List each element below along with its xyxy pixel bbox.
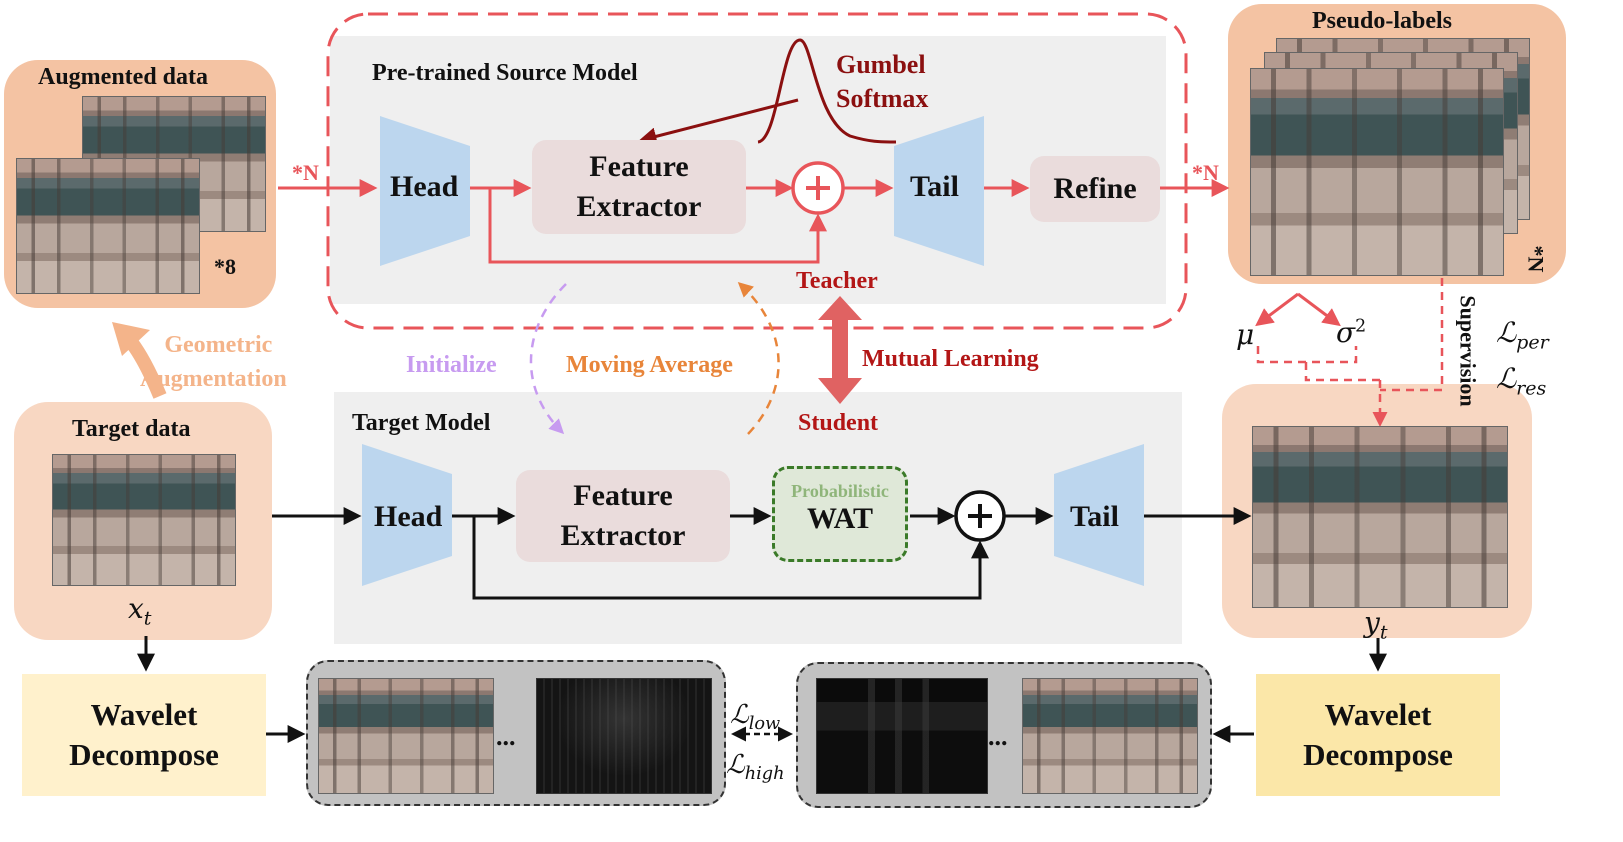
pseudo-labels-title: Pseudo-labels (1312, 8, 1453, 34)
left-ellipsis: ... (496, 722, 516, 751)
loss-res: ℒres (1496, 362, 1546, 400)
y-base: y (1364, 606, 1380, 639)
sigma-symbol: σ2 (1336, 316, 1366, 349)
augmented-image-front (16, 158, 200, 294)
source-fe-line2: Extractor (576, 190, 702, 223)
source-head-label: Head (390, 170, 459, 203)
loss-low-l: ℒ (730, 700, 749, 730)
mu-symbol: μ (1236, 318, 1255, 351)
target-head-label: Head (374, 500, 443, 533)
wavelet-right-line2: Decompose (1303, 737, 1453, 772)
wat-top-label: Probabilistic (791, 481, 889, 501)
loss-high-l: ℒ (726, 750, 745, 780)
target-head-shape (362, 444, 452, 586)
sigma-sup: 2 (1355, 316, 1367, 337)
target-feature-extractor[interactable]: Feature Extractor (516, 470, 730, 562)
loss-low-sub: low (748, 714, 781, 735)
moving-average-arrow (737, 281, 780, 435)
loss-res-l: ℒ (1496, 362, 1517, 395)
geo-line1: Geometric (164, 332, 273, 358)
target-data-title: Target data (72, 416, 191, 442)
gumbel-softmax-label: Gumbel Softmax (836, 48, 928, 116)
target-fe-line1: Feature (573, 479, 673, 512)
sigma-base: σ (1336, 316, 1356, 349)
source-tail-label: Tail (910, 170, 959, 203)
initialize-label: Initialize (406, 352, 497, 378)
source-head-shape (380, 116, 470, 266)
wavelet-right-line1: Wavelet (1324, 697, 1432, 732)
times-8-label: *8 (214, 254, 236, 279)
gumbel-line2: Softmax (836, 84, 929, 113)
initialize-arrow (529, 283, 567, 435)
loss-per-l: ℒ (1496, 316, 1517, 349)
source-feature-extractor[interactable]: Feature Extractor (532, 140, 746, 234)
loss-low: ℒlow (730, 700, 780, 734)
target-fe-line2: Extractor (560, 519, 686, 552)
loss-high: ℒhigh (726, 750, 784, 784)
left-high-freq-image (536, 678, 712, 794)
target-tail-label: Tail (1070, 500, 1119, 533)
source-model-title: Pre-trained Source Model (372, 60, 638, 86)
right-high-freq-image (816, 678, 988, 794)
loss-res-sub: res (1516, 377, 1547, 400)
student-label: Student (798, 410, 879, 436)
target-model-title: Target Model (352, 410, 491, 436)
y-sub: t (1379, 621, 1388, 644)
right-ellipsis: ... (988, 722, 1008, 751)
loss-per-sub: per (1516, 331, 1549, 354)
target-image (52, 454, 236, 586)
mutual-learning-label: Mutual Learning (862, 346, 1039, 372)
supervision-label: Supervision (1455, 295, 1481, 407)
output-image (1252, 426, 1508, 608)
wavelet-left-line2: Decompose (69, 737, 219, 772)
x-base: x (128, 592, 144, 625)
source-refine-label: Refine (1053, 172, 1137, 205)
source-refine[interactable]: Refine (1030, 156, 1160, 222)
moving-average-label: Moving Average (566, 352, 733, 378)
x-sub: t (143, 607, 152, 630)
wavelet-left-line1: Wavelet (90, 697, 198, 732)
wat-label: WAT (806, 502, 874, 535)
wavelet-decompose-right[interactable]: Wavelet Decompose (1256, 674, 1500, 796)
loss-per: ℒper (1496, 316, 1549, 354)
left-low-freq-image (318, 678, 494, 794)
augmented-data-title: Augmented data (38, 64, 209, 90)
loss-high-sub: high (744, 764, 785, 785)
x-t-label: xt (128, 592, 151, 630)
gumbel-curve (757, 38, 897, 144)
teacher-label: Teacher (796, 268, 878, 294)
y-t-label: yt (1364, 606, 1387, 644)
geometric-augmentation-label: Geometric Augmentation (140, 328, 287, 396)
gumbel-line1: Gumbel (836, 50, 926, 79)
source-fe-line1: Feature (589, 150, 689, 183)
geo-line2: Augmentation (140, 366, 287, 392)
times-n-stack-label: *N (1523, 245, 1549, 273)
wavelet-decompose-left[interactable]: Wavelet Decompose (22, 674, 266, 796)
pseudo-image-1 (1250, 68, 1504, 276)
times-n-left: *N (292, 160, 319, 185)
probabilistic-wat-box[interactable]: Probabilistic WAT (772, 466, 908, 562)
times-n-right: *N (1192, 160, 1219, 185)
source-tail-shape (894, 116, 984, 266)
right-low-freq-image (1022, 678, 1198, 794)
target-tail-shape (1054, 444, 1144, 586)
